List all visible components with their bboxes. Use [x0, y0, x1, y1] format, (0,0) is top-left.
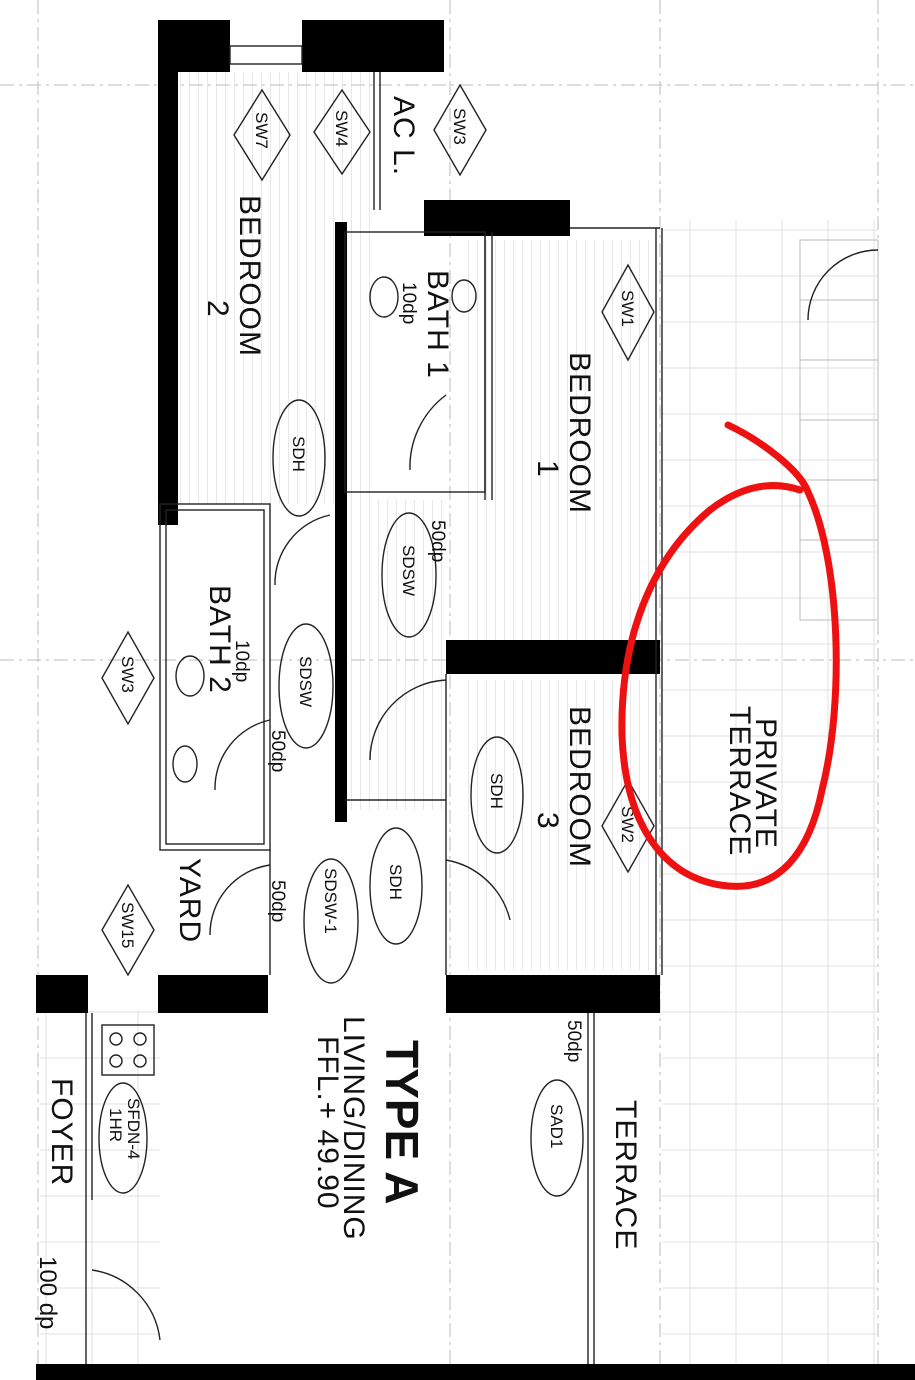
tag-sw15: SW15 — [118, 902, 137, 948]
label-ffl: FFL.+ 49.90 — [311, 1036, 344, 1210]
door-tag-ellipses — [98, 399, 584, 1197]
red-markup-circle — [618, 421, 840, 890]
label-bedroom2-line1: BEDROOM — [233, 195, 266, 357]
door-dp-3: 50dp — [267, 880, 288, 922]
label-bath2: BATH 2 — [203, 585, 236, 694]
door-dp-1: 50dp — [427, 520, 448, 562]
tag-sdsw-1: SDSW — [399, 545, 418, 596]
label-private-terrace-line2: TERRACE — [723, 706, 756, 856]
tag-sw3-top: SW3 — [450, 108, 469, 145]
label-ac: AC L. — [387, 96, 420, 176]
tag-sfdn-rating: 1HR — [106, 1108, 125, 1142]
tag-sdsw-2: SDSW — [296, 656, 315, 707]
tag-sw1: SW1 — [618, 290, 637, 327]
tag-sw3-left: SW3 — [118, 656, 137, 693]
fixtures — [101, 276, 477, 1076]
tag-sw4: SW4 — [332, 110, 351, 147]
label-bedroom3-line1: BEDROOM — [563, 706, 596, 868]
label-living-dining: LIVING/DINING — [337, 1016, 370, 1241]
tag-sdsw-3: SDSW-1 — [321, 868, 340, 934]
label-bedroom2-line2: 2 — [201, 300, 234, 318]
label-bedroom1-line2: 1 — [531, 460, 564, 478]
window-tag-diamonds — [101, 83, 655, 977]
door-swings — [91, 394, 511, 1341]
label-type-a: TYPE A — [376, 1040, 428, 1204]
label-bath1: BATH 1 — [421, 270, 454, 379]
label-bedroom1-line1: BEDROOM — [563, 352, 596, 514]
tag-sfdn: SFDN-4 — [124, 1098, 143, 1159]
tag-sw2: SW2 — [618, 806, 637, 843]
label-yard: YARD — [173, 858, 206, 943]
tag-sdh-2: SDH — [487, 773, 506, 809]
label-foyer: FOYER — [45, 1078, 78, 1186]
label-foyer-dp: 100 dp — [34, 1256, 61, 1329]
label-private-terrace-line1: PRIVATE — [749, 718, 782, 849]
tag-sdh-3: SDH — [386, 864, 405, 900]
door-dp-4: 50dp — [563, 1020, 584, 1062]
label-bath2-dp: 10dp — [231, 640, 252, 682]
label-bedroom3-line2: 3 — [531, 812, 564, 830]
label-terrace: TERRACE — [609, 1100, 642, 1250]
tag-sw7: SW7 — [252, 112, 271, 149]
door-dp-2: 50dp — [267, 730, 288, 772]
tag-labels: SW7 SW4 SW3 SW1 SW3 SW15 SW2 SDH SDSW SD… — [106, 108, 637, 1159]
label-bath1-dp: 10dp — [398, 282, 419, 324]
tag-sdh-1: SDH — [289, 436, 308, 472]
walls — [36, 20, 915, 1380]
terrace-tiling — [40, 220, 879, 1380]
tag-sad: SAD1 — [547, 1104, 566, 1148]
room-labels: BEDROOM 2 BATH 1 10dp BEDROOM 1 BATH 2 1… — [34, 96, 782, 1329]
